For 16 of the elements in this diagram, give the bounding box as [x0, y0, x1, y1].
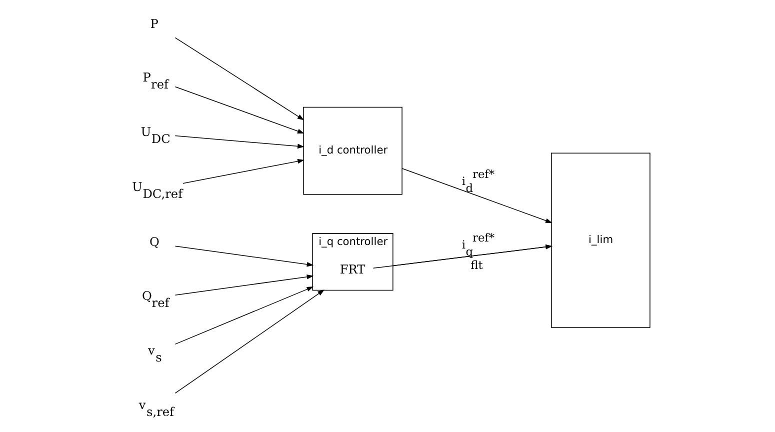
edge-label: flt — [470, 258, 482, 272]
arrow — [174, 135, 304, 149]
arrow — [174, 290, 324, 394]
arrow — [182, 158, 304, 184]
node-text: FRT — [339, 262, 365, 276]
arrow — [174, 274, 314, 296]
arrow — [372, 244, 552, 269]
arrow — [174, 286, 314, 345]
node-text: P — [150, 16, 158, 31]
arrow — [174, 246, 314, 267]
node-box: i_lim — [550, 152, 650, 328]
node-text: Q — [149, 235, 159, 250]
arrow — [401, 168, 552, 224]
arrow — [174, 86, 304, 134]
node-box: i_d controller — [302, 106, 402, 195]
arrow — [174, 37, 304, 120]
